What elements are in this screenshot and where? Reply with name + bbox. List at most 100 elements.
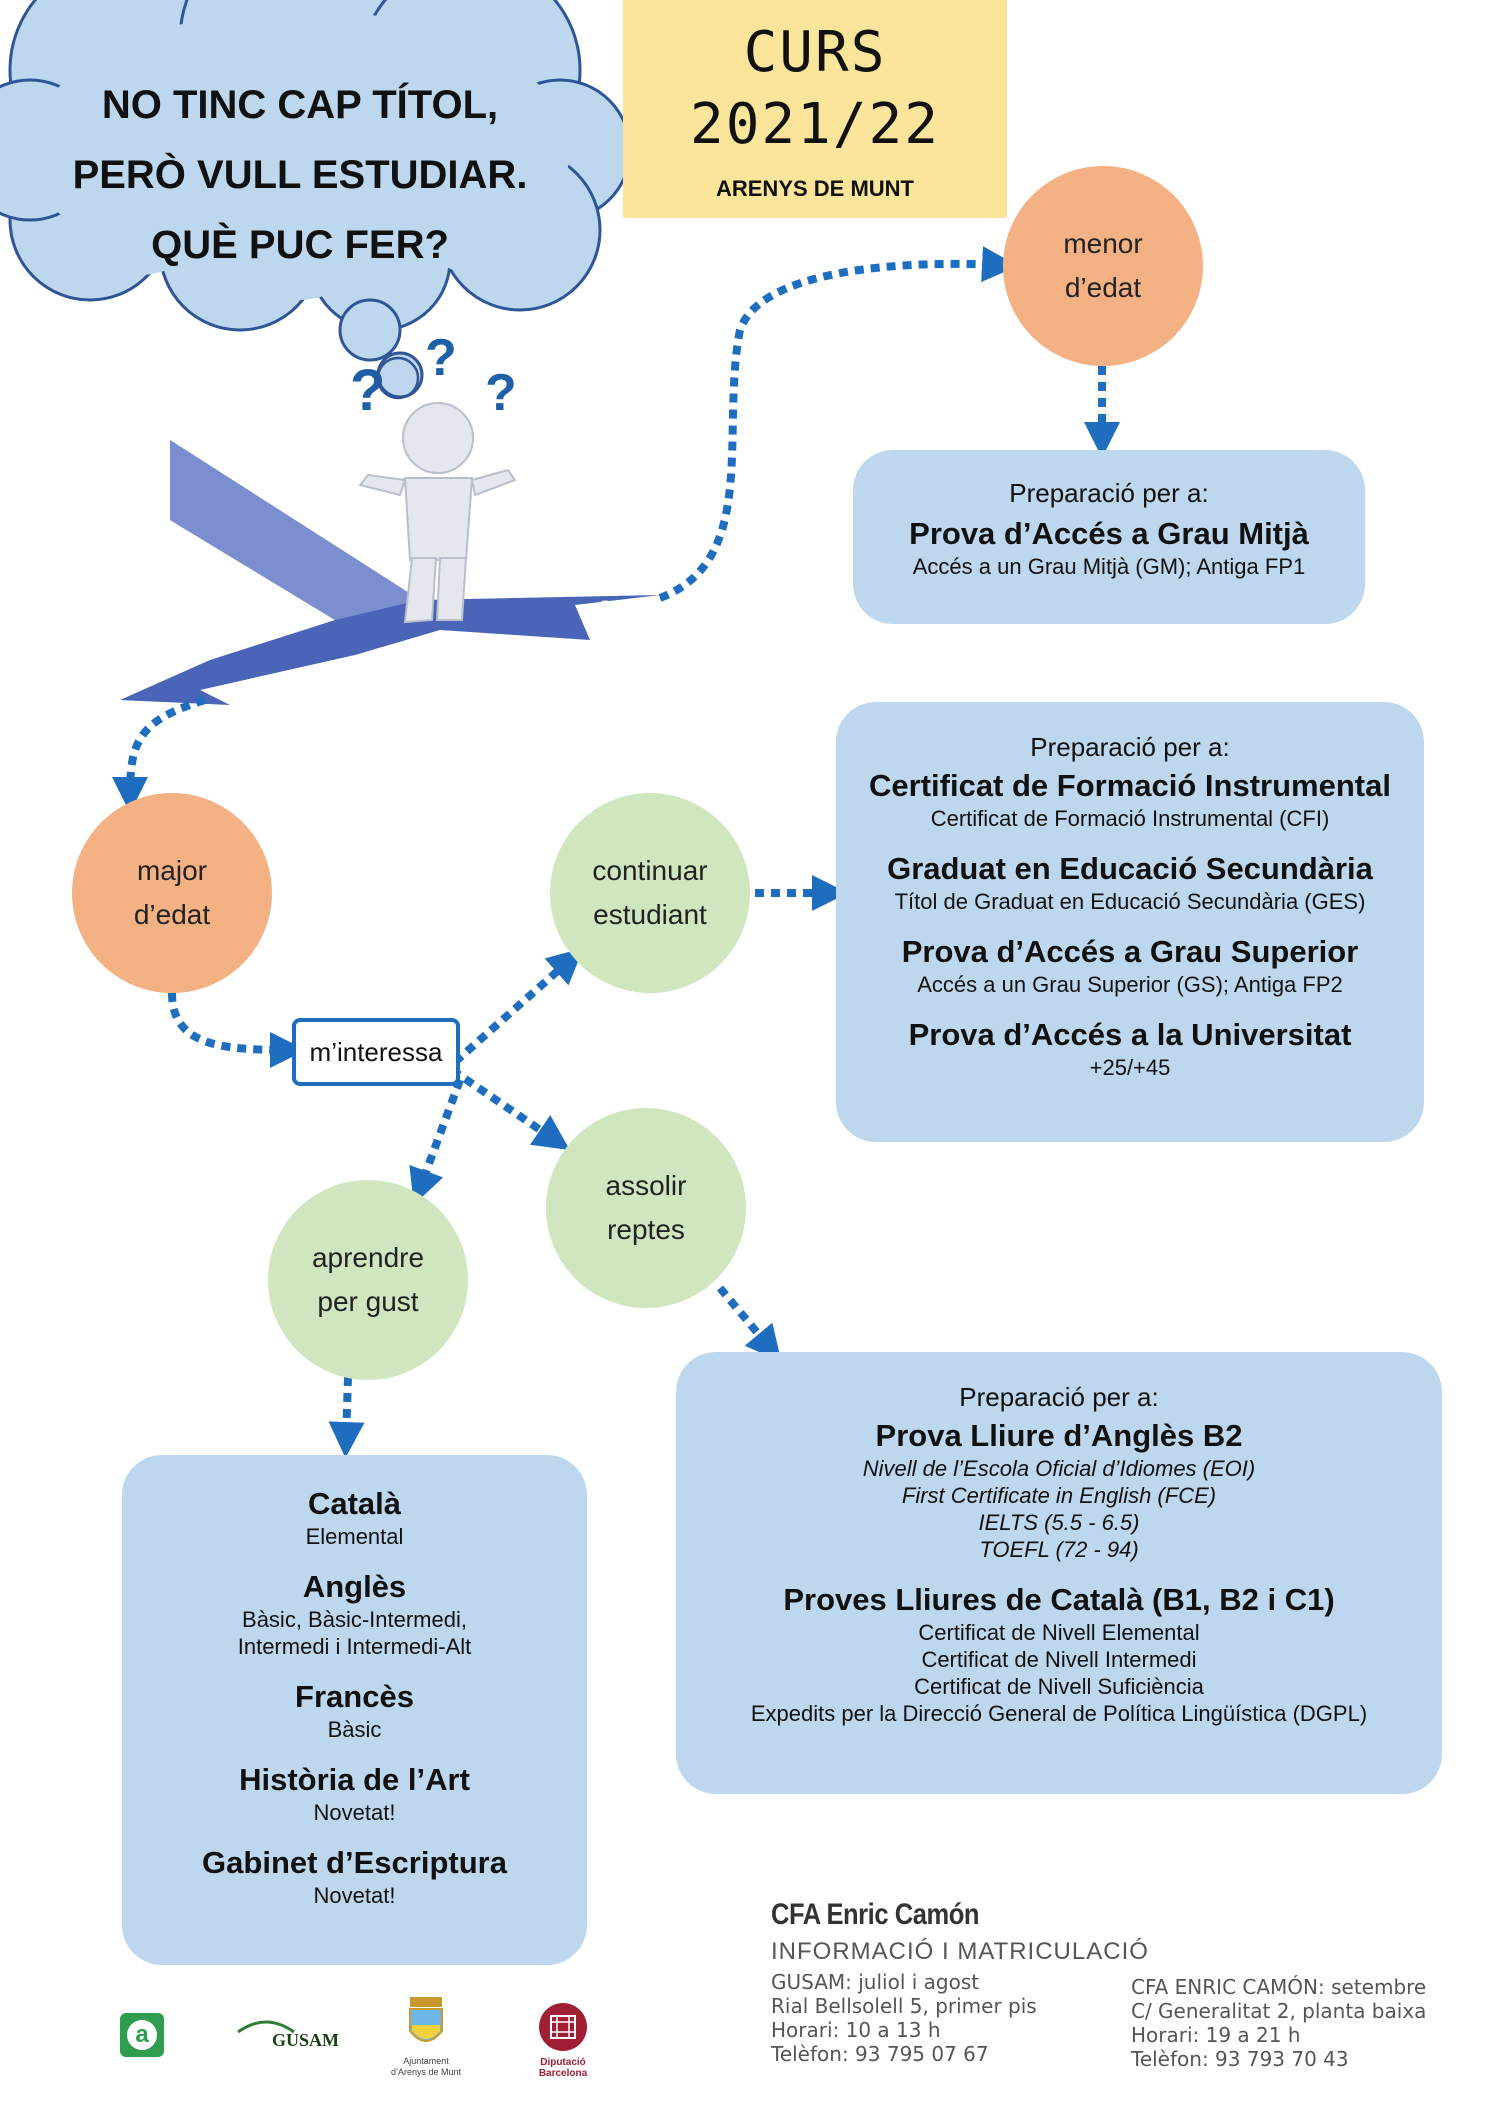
footer-subtitle: INFORMACIÓ I MATRICULACIÓ [771,1938,1149,1965]
gusam-logo-text: GUSAM [272,2030,339,2050]
box-subtitle: +25/+45 [1089,1055,1171,1080]
course-title: Francès [295,1679,414,1714]
course-note: CURS 2021/22 ARENYS DE MUNT [623,0,1007,218]
box-subtitle: Títol de Graduat en Educació Secundària … [894,889,1366,914]
interest-box: m’interessa [292,1018,460,1086]
box-courses: Català Elemental Anglès Bàsic, Bàsic-Int… [122,1455,587,1965]
exam-detail: Certificat de Nivell Intermedi [921,1647,1197,1672]
split-road-icon [120,440,660,705]
box-intro: Preparació per a: [1030,732,1230,762]
contact-gusam: GUSAM: juliol i agost Rial Bellsolell 5,… [771,1970,1037,2066]
school-name: CFA Enric Camón [771,1898,980,1931]
exam-detail: Certificat de Nivell Elemental [918,1620,1200,1645]
contact-line: GUSAM: juliol i agost [771,1970,980,1994]
contact-line: CFA ENRIC CAMÓN: setembre [1131,1975,1427,1999]
exam-detail: TOEFL (72 - 94) [979,1537,1139,1562]
course-town: ARENYS DE MUNT [715,176,914,201]
box-subtitle: Accés a un Grau Mitjà (GM); Antiga FP1 [912,554,1306,579]
ajuntament-text: Ajuntament [403,2056,449,2066]
exam-title: Proves Lliures de Català (B1, B2 i C1) [783,1582,1335,1617]
exam-title: Prova Lliure d’Anglès B2 [875,1418,1243,1453]
circle-pleasure: aprendre per gust [268,1180,468,1380]
course-title: Català [307,1486,402,1521]
circle-text: aprendre [311,1242,425,1273]
course-detail: Bàsic [327,1717,382,1742]
box-exams: Preparació per a: Prova Lliure d’Anglès … [676,1352,1442,1794]
course-detail: Intermedi i Intermedi-Alt [237,1634,472,1659]
dotted-arrow-icon [112,696,207,813]
exam-detail: Nivell de l’Escola Oficial d’Idiomes (EO… [862,1456,1256,1481]
contact-line: Horari: 10 a 13 h [771,2018,941,2042]
circle-adult: major d’edat [72,793,272,993]
svg-text:?: ? [485,364,517,422]
circle-text: reptes [607,1214,685,1245]
dotted-arrow-icon [452,948,584,1065]
circle-text: d’edat [1064,272,1142,303]
contact-cfa: CFA ENRIC CAMÓN: setembre C/ Generalitat… [1131,1975,1426,2071]
headline: NO TINC CAP TÍTOL, PERÒ VULL ESTUDIAR. Q… [40,70,560,280]
gusam-logo: GUSAM [236,2018,346,2054]
diputacio-text: Barcelona [538,2068,588,2079]
contact-line: Rial Bellsolell 5, primer pis [771,1994,1037,2018]
course-detail: Novetat! [313,1883,396,1908]
course-detail: Elemental [305,1524,404,1549]
course-label: CURS [743,20,887,85]
circle-text: d’edat [133,899,211,930]
exam-detail: Certificat de Nivell Suficiència [914,1674,1204,1699]
circle-goals: assolir reptes [546,1108,746,1308]
dotted-arrow-icon [168,992,306,1068]
exam-detail: Expedits per la Direcció General de Polí… [750,1701,1368,1726]
question-mark-icon: ? ? ? [350,329,517,423]
box-grau-mitja: Preparació per a: Prova d’Accés a Grau M… [853,450,1365,624]
course-title: Anglès [302,1569,407,1604]
dotted-arrow-icon [716,1285,782,1362]
circle-text: continuar [592,855,708,886]
box-subtitle: Accés a un Grau Superior (GS); Antiga FP… [917,972,1343,997]
dotted-arrow-icon [409,1078,464,1205]
contact-line: Horari: 19 a 21 h [1131,2023,1301,2047]
box-intro: Preparació per a: [959,1382,1159,1412]
diputacio-emblem-icon [539,2003,587,2051]
box-intro: Preparació per a: [1009,478,1209,508]
headline-line: PERÒ VULL ESTUDIAR. [72,153,528,197]
dotted-arrow-icon [658,246,1018,602]
box-title: Graduat en Educació Secundària [887,851,1373,886]
person-figure-icon [358,402,517,624]
box-title: Prova d’Accés a Grau Mitjà [909,516,1309,551]
course-year: 2021/22 [689,92,940,157]
contact-line: Telèfon: 93 795 07 67 [771,2042,989,2066]
circle-minor: menor d’edat [1003,166,1203,366]
course-detail: Bàsic, Bàsic-Intermedi, [242,1607,467,1632]
svg-text:?: ? [425,329,457,387]
headline-line: NO TINC CAP TÍTOL, [101,83,499,127]
circle-text: per gust [317,1286,419,1317]
arrow-label-left: Soc… [246,678,306,703]
exam-detail: IELTS (5.5 - 6.5) [978,1510,1140,1535]
box-title: Prova d’Accés a la Universitat [908,1017,1352,1052]
circle-text: assolir [605,1170,687,1201]
exam-detail: First Certificate in English (FCE) [901,1483,1217,1508]
dotted-arrow-icon [449,1066,570,1151]
box-title: Prova d’Accés a Grau Superior [901,934,1359,969]
box-studies: Preparació per a: Certificat de Formació… [836,702,1424,1142]
course-title: Història de l’Art [239,1762,470,1797]
diputacio-text: Diputació [540,2057,586,2068]
box-subtitle: Certificat de Formació Instrumental (CFI… [930,806,1330,831]
circle-text: major [136,855,207,886]
circle-text: estudiant [593,899,707,930]
box-title: Certificat de Formació Instrumental [869,768,1391,803]
arrow-label-right: Soc… [598,596,658,621]
ajuntament-text: d’Arenys de Munt [390,2067,462,2077]
gusam-logo-icon [237,2020,295,2034]
aula-logo-icon: a [120,2013,164,2057]
circle-text: menor [1063,228,1143,259]
dotted-arrow-icon [328,1376,365,1458]
headline-line: QUÈ PUC FER? [151,223,449,267]
course-title: Gabinet d’Escriptura [202,1845,507,1880]
contact-line: Telèfon: 93 793 70 43 [1131,2047,1349,2071]
circle-continue: continuar estudiant [550,793,750,993]
diputacio-logo: Diputació Barcelona [528,2002,598,2082]
contact-line: C/ Generalitat 2, planta baixa [1131,1999,1427,2023]
coat-of-arms-icon [409,1997,443,2042]
